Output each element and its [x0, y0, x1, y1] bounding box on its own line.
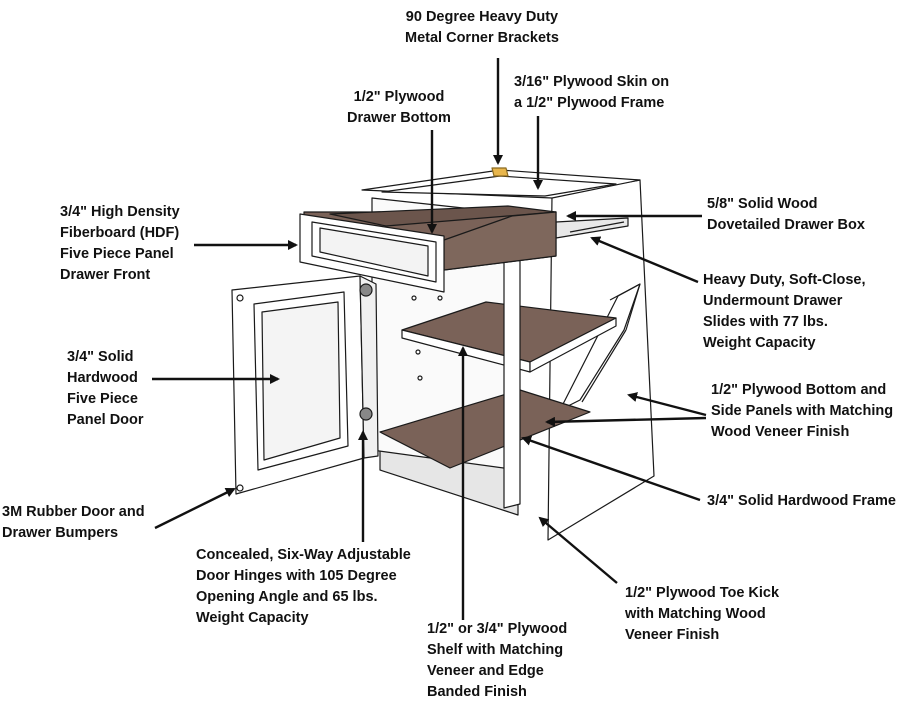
callout-drawer-box: 5/8" Solid Wood Dovetailed Drawer Box: [707, 196, 865, 233]
corner-bracket: [491, 167, 509, 177]
callout-bottom-side-panels: 1/2" Plywood Bottom and Side Panels with…: [711, 382, 894, 440]
callout-shelf: 1/2" or 3/4" Plywood Shelf with Matching…: [427, 621, 568, 700]
callout-bumpers: 3M Rubber Door and Drawer Bumpers: [2, 504, 145, 541]
callout-drawer-slides: Heavy Duty, Soft-Close, Undermount Drawe…: [703, 272, 866, 351]
callout-toe-kick: 1/2" Plywood Toe Kick with Matching Wood…: [625, 585, 780, 643]
callout-plywood-skin: 3/16" Plywood Skin on a 1/2" Plywood Fra…: [514, 74, 670, 111]
bumper-bottom: [236, 484, 244, 492]
cabinet-body: [231, 167, 655, 541]
callout-drawer-bottom: 1/2" Plywood Drawer Bottom: [347, 89, 451, 126]
hinge-bottom: [359, 407, 373, 421]
leader-arrows: [152, 58, 707, 620]
bumper-top: [236, 294, 244, 302]
callout-hdf-drawer-front: 3/4" High Density Fiberboard (HDF) Five …: [60, 204, 180, 283]
callout-panel-door: 3/4" Solid Hardwood Five Piece Panel Doo…: [67, 349, 144, 428]
callout-hinges: Concealed, Six-Way Adjustable Door Hinge…: [196, 547, 411, 626]
callout-corner-brackets: 90 Degree Heavy Duty Metal Corner Bracke…: [405, 9, 559, 46]
hinge-top: [359, 283, 373, 297]
callout-hardwood-frame: 3/4" Solid Hardwood Frame: [707, 493, 896, 509]
bottom-panel: [379, 389, 591, 469]
